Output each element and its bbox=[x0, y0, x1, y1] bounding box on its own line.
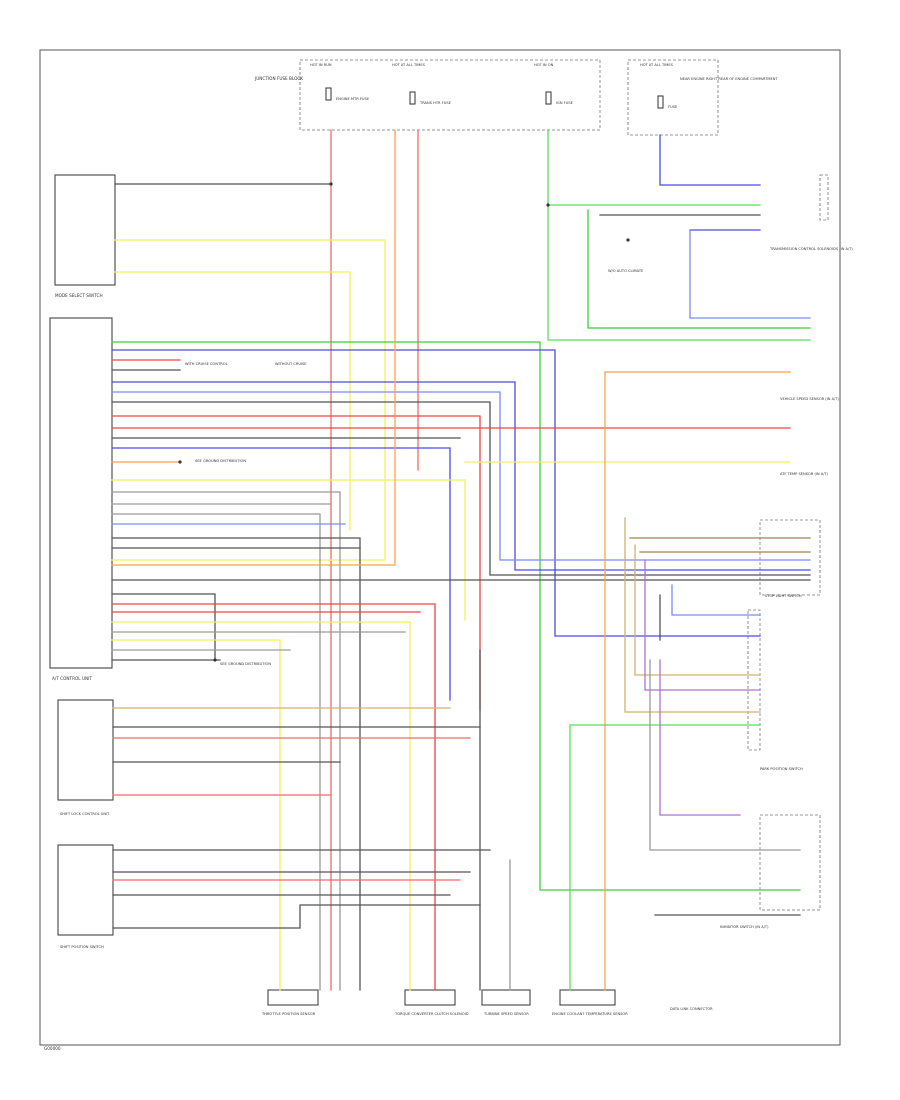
svg-text:FUSE: FUSE bbox=[668, 105, 678, 109]
vss-label: VEHICLE SPEED SENSOR (IN A/T) bbox=[780, 397, 839, 401]
wire-blu-right-4 bbox=[671, 584, 761, 616]
wire-grn-right bbox=[587, 209, 811, 329]
ect-label: ENGINE COOLANT TEMPERATURE SENSOR bbox=[552, 1012, 628, 1016]
wire-tan-1 bbox=[624, 517, 761, 713]
wire-mode-3 bbox=[114, 271, 351, 531]
at-control-unit bbox=[49, 317, 113, 669]
wire-mode-2 bbox=[111, 239, 386, 561]
fuse-box bbox=[299, 59, 601, 131]
svg-text:HOT AT ALL TIMES: HOT AT ALL TIMES bbox=[392, 63, 426, 67]
ect-sensor bbox=[559, 989, 616, 1006]
park-position-label: PARK POSITION SWITCH bbox=[760, 767, 803, 771]
wire-ecu-5 bbox=[111, 381, 811, 571]
wire-gry-bottom bbox=[649, 659, 801, 851]
throttle-sensor bbox=[267, 989, 319, 1006]
splice-dot-2 bbox=[546, 203, 550, 207]
turbine-sensor bbox=[481, 989, 531, 1006]
fuse-1: HOT IN RUN ENGINE MTR FUSE bbox=[310, 63, 370, 101]
shift-lock-unit bbox=[57, 699, 114, 801]
wire-vio-bottom bbox=[659, 659, 741, 816]
range-switch-box bbox=[759, 519, 821, 596]
torque-label: TORQUE CONVERTER CLUTCH SOLENOID bbox=[394, 1012, 469, 1016]
wire-blue-vertical bbox=[659, 134, 761, 186]
wire-ecu-13 bbox=[111, 479, 466, 621]
fuse-3: HOT IN ON IGN FUSE bbox=[534, 63, 574, 105]
splice-dot-3 bbox=[626, 238, 630, 242]
mode-select-switch bbox=[54, 174, 116, 286]
wire-ecu-26 bbox=[111, 621, 411, 991]
wire-ecu-15 bbox=[111, 491, 341, 991]
interlock-component bbox=[819, 174, 829, 221]
wire-ecu-19 bbox=[111, 537, 361, 991]
svg-text:HOT AT ALL TIMES: HOT AT ALL TIMES bbox=[640, 63, 674, 67]
wire-vio-1 bbox=[644, 559, 761, 691]
splice-dot-1 bbox=[329, 182, 333, 186]
fuse-4: HOT AT ALL TIMES FUSE bbox=[640, 63, 678, 109]
wire-ecu-17 bbox=[111, 513, 321, 991]
atf-sensor-label: ATF TEMP SENSOR (IN A/T) bbox=[780, 472, 829, 476]
shift-lock-unit-label: SHIFT LOCK CONTROL UNIT bbox=[60, 812, 110, 816]
splice-note-4: W/O AUTO CLIMATE bbox=[608, 269, 644, 273]
wire-ecu-24 bbox=[111, 603, 436, 991]
wire-ecu-28 bbox=[111, 639, 281, 991]
torque-solenoid bbox=[404, 989, 456, 1006]
svg-text:HOT IN ON: HOT IN ON bbox=[534, 63, 554, 67]
right-fuse-label: NEAR ENGINE RIGHT REAR OF ENGINE COMPART… bbox=[680, 77, 778, 81]
wire-ecu-8 bbox=[111, 415, 481, 711]
splice-note-5: SEE GROUND DISTRIBUTION bbox=[220, 662, 271, 666]
fuse-2: HOT AT ALL TIMES TRANS HTR FUSE bbox=[392, 63, 452, 105]
wire-ecu-6 bbox=[111, 391, 811, 561]
wire-ecu-2 bbox=[111, 349, 761, 637]
wire-blu-right-3 bbox=[689, 229, 811, 319]
splice-dot-4 bbox=[213, 658, 217, 662]
interlock-label: TRANSMISSION CONTROL SOLENOIDS (IN A/T) bbox=[769, 247, 853, 251]
shift-position-switch-label: SHIFT POSITION SWITCH bbox=[60, 945, 104, 949]
fuse-box-label: JUNCTION FUSE BLOCK bbox=[254, 76, 303, 81]
svg-text:TRANS HTR FUSE: TRANS HTR FUSE bbox=[419, 101, 452, 105]
splice-dot-5 bbox=[178, 460, 182, 464]
wire-ecu-11 bbox=[111, 447, 451, 701]
footer-code: G00000 bbox=[44, 1046, 61, 1051]
svg-text:IGN FUSE: IGN FUSE bbox=[556, 101, 574, 105]
range-box bbox=[759, 814, 821, 911]
wire-ecu-1 bbox=[111, 341, 801, 891]
splice-note-1: WITH CRUISE CONTROL bbox=[185, 362, 228, 366]
svg-text:HOT IN RUN: HOT IN RUN bbox=[310, 63, 332, 67]
wire-ecu-7 bbox=[111, 401, 811, 576]
splice-note-3: SEE GROUND DISTRIBUTION bbox=[195, 459, 246, 463]
diag-connector-label: DATA LINK CONNECTOR bbox=[670, 1007, 713, 1011]
throttle-label: THROTTLE POSITION SENSOR bbox=[261, 1012, 316, 1016]
turbine-label: TURBINE SPEED SENSOR bbox=[483, 1012, 529, 1016]
wire-green-vertical bbox=[547, 129, 811, 341]
wire-tan-2 bbox=[634, 544, 761, 676]
wire-ecu-21 bbox=[111, 129, 396, 566]
mode-select-switch-label: MODE SELECT SWITCH bbox=[55, 293, 103, 298]
shift-position-switch bbox=[57, 844, 114, 936]
diag-connector-box bbox=[747, 609, 761, 751]
svg-text:ENGINE MTR FUSE: ENGINE MTR FUSE bbox=[336, 97, 370, 101]
at-control-unit-label: A/T CONTROL UNIT bbox=[52, 676, 92, 681]
splice-note-2: WITHOUT CRUISE bbox=[275, 362, 307, 366]
range-label: INHIBITOR SWITCH (IN A/T) bbox=[720, 925, 769, 929]
wire-shift-10 bbox=[112, 904, 481, 929]
wire-ecu-23 bbox=[111, 593, 216, 661]
stop-light-label: STOP LIGHT SWITCH bbox=[765, 594, 802, 598]
right-fuse-box bbox=[627, 59, 719, 136]
diagram-frame bbox=[39, 49, 841, 1046]
